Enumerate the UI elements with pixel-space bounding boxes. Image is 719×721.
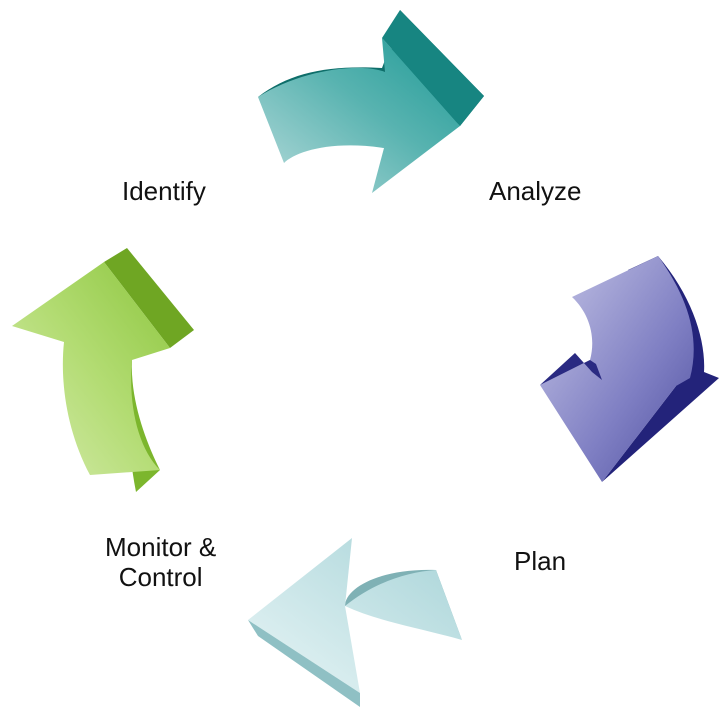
- arrow-monitor-to-identify: [12, 248, 194, 492]
- arrow-analyze-to-plan: [540, 256, 719, 482]
- arrow-top-depth: [382, 10, 484, 126]
- arrow-right-depth: [602, 256, 719, 482]
- step-label-monitor-line2: Control: [118, 562, 203, 592]
- arrow-left-depth: [104, 248, 194, 348]
- step-label-monitor-control: Monitor & Control: [105, 532, 216, 592]
- step-label-analyze: Analyze: [489, 176, 582, 206]
- arrow-bottom-side: [248, 620, 360, 707]
- arrow-left-face: [12, 262, 170, 475]
- step-label-monitor-line1: Monitor &: [105, 532, 217, 562]
- arrow-identify-to-analyze: [258, 10, 484, 193]
- arrow-plan-to-monitor: [248, 538, 462, 707]
- arrow-right-side: [540, 353, 602, 385]
- arrow-bottom-face: [248, 538, 462, 693]
- arrow-right-face: [540, 256, 694, 482]
- arrow-top-face: [258, 38, 460, 193]
- step-label-plan: Plan: [514, 546, 567, 576]
- step-label-identify: Identify: [122, 176, 206, 206]
